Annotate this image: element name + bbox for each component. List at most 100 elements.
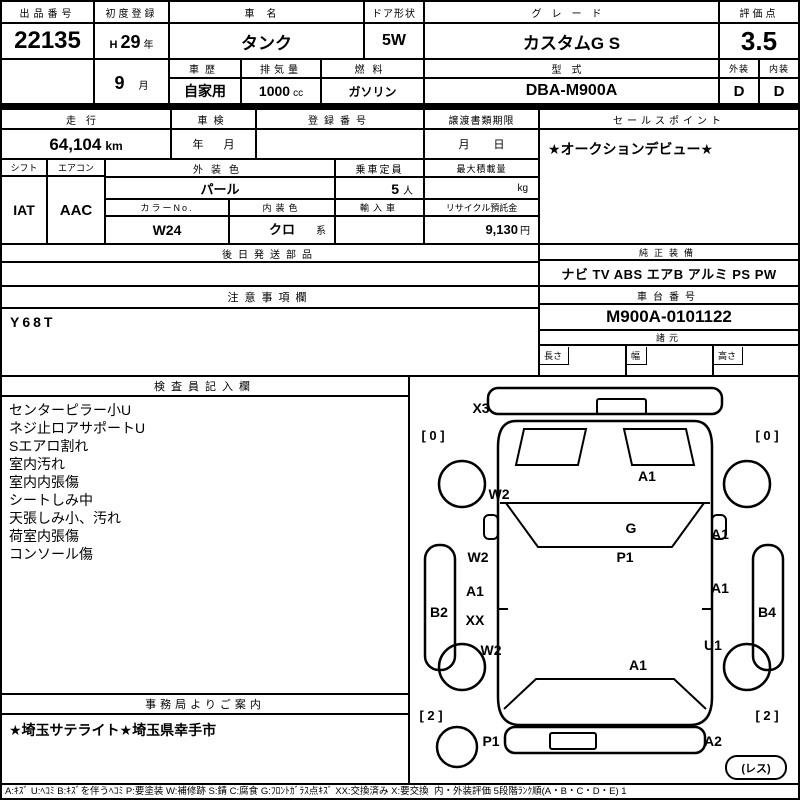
mark-tread-rear-left: [ 2 ]	[419, 708, 442, 723]
spec-label: 諸元	[540, 331, 798, 344]
exterior-color-value: パール	[106, 178, 334, 198]
inspector-note-item: 室内内張傷	[9, 474, 79, 490]
history-label: 車歴	[170, 60, 240, 77]
color-number-label: カラーNo.	[106, 200, 228, 215]
sales-point-text: ★オークションデビュー★	[548, 141, 714, 157]
mark-spare-less: (レス)	[741, 763, 771, 775]
mark-roof: P1	[616, 549, 633, 565]
mark-front-door-left: W2	[468, 549, 489, 565]
inspection-month-unit: 月	[223, 139, 235, 151]
interior-color-text: クロ	[268, 222, 295, 237]
history-value: 自家用	[170, 79, 240, 103]
mark-rear-bumper-right: A2	[704, 733, 722, 749]
first-registration-month: 9 月	[95, 60, 168, 103]
spec-height-label: 高さ	[714, 347, 744, 365]
aircon-label: エアコン	[48, 160, 104, 175]
mark-rocker-left: XX	[466, 612, 485, 628]
mark-windshield: G	[626, 520, 637, 536]
capacity-label: 乗車定員	[336, 160, 423, 176]
reg-year: 29	[120, 32, 141, 52]
inspector-notes-title: 検査員記入欄	[2, 377, 408, 395]
displacement-value: 1000 cc	[242, 79, 320, 103]
chassis-number-label: 車台番号	[540, 287, 798, 303]
door-shape-value: 5W	[365, 24, 423, 58]
auction-number-blank	[2, 60, 93, 103]
inspector-note-item: 天張しみ小、汚れ	[9, 510, 121, 526]
import-value	[336, 217, 423, 243]
mark-side-panel-left: B2	[430, 604, 448, 620]
inspector-note-item: シートしみ中	[9, 492, 93, 508]
inspection-label: 車検	[172, 110, 255, 128]
exterior-grade-label: 外装	[720, 60, 758, 77]
later-parts-value	[2, 263, 538, 285]
transfer-month-unit: 月	[458, 139, 470, 151]
office-info-title: 事務局よりご案内	[2, 695, 408, 713]
interior-color-value: クロ 系	[230, 217, 334, 243]
door-shape-label: ドア形状	[365, 2, 423, 22]
legend: A:ｷｽﾞ U:ﾍｺﾐ B:ｷｽﾞを伴うﾍｺﾐ P:要塗装 W:補修跡 S:錆 …	[2, 785, 798, 798]
inspection-value: 年 月	[172, 130, 255, 158]
mark-tread-front-right: [ 0 ]	[755, 428, 778, 443]
max-load-label: 最大積載量	[425, 160, 538, 176]
front-license-plate	[596, 398, 647, 415]
mileage-unit: km	[105, 139, 123, 153]
score-label: 評価点	[720, 2, 798, 22]
mark-hood-left: W2	[489, 486, 510, 502]
rear-bumper	[503, 725, 707, 755]
capacity-unit: 人	[403, 186, 413, 197]
mark-x3: X3	[472, 400, 489, 416]
rear-license-plate	[549, 732, 597, 750]
sales-point-label: セールスポイント	[540, 110, 798, 128]
mark-front-door-right: A1	[711, 526, 729, 542]
model-code-value: DBA-M900A	[425, 79, 718, 103]
right-side-panel	[751, 543, 785, 672]
registration-number-value	[257, 130, 423, 158]
spec-width-label: 幅	[627, 347, 648, 365]
mirror-left	[483, 514, 499, 540]
spec-length: 長さ	[540, 346, 625, 375]
recycle-number: 9,130	[485, 222, 518, 237]
mileage-value: 64,104 km	[2, 130, 170, 158]
displacement-number: 1000	[258, 83, 291, 99]
spec-length-label: 長さ	[540, 347, 570, 365]
reg-month: 9	[114, 73, 125, 93]
inspector-note-item: ネジ止ロアサポートU	[9, 420, 146, 436]
first-registration-year: H 29 年	[95, 24, 168, 58]
first-registration-label: 初度登録	[95, 2, 168, 22]
car-name-value: タンク	[170, 24, 363, 58]
transfer-day-unit: 日	[493, 139, 505, 151]
headlight-left	[514, 428, 588, 466]
interior-color-label: 内装色	[230, 200, 334, 215]
mark-rear-gate: A1	[629, 657, 647, 673]
inspector-note-item: コンソール傷	[9, 546, 93, 562]
fuel-label: 燃料	[322, 60, 423, 77]
headlight-right	[622, 428, 696, 466]
inspector-note-item: Sエアロ割れ	[9, 438, 89, 454]
windshield-outline	[505, 502, 705, 548]
mileage-label: 走行	[2, 110, 170, 128]
exterior-grade-value: D	[720, 79, 758, 103]
spare-tire	[435, 725, 479, 769]
mark-hood-right: A1	[638, 468, 656, 484]
shift-label: シフト	[2, 160, 46, 175]
mileage-number: 64,104	[49, 135, 102, 154]
capacity-value: 5 人	[336, 178, 423, 198]
recycle-unit: 円	[520, 226, 530, 237]
equipment-label: 純正装備	[540, 245, 798, 259]
wheel-front-right	[722, 459, 772, 509]
spec-width: 幅	[627, 346, 712, 375]
month-unit: 月	[138, 81, 149, 92]
displacement-label: 排気量	[242, 60, 320, 77]
inspector-note-item: センターピラー小U	[9, 402, 132, 418]
wheel-rear-right	[722, 642, 772, 692]
spec-height: 高さ	[714, 346, 798, 375]
year-unit: 年	[143, 40, 154, 51]
grade-value: カスタムG S	[425, 24, 718, 58]
color-number-value: W24	[106, 217, 228, 243]
import-label: 輸入車	[336, 200, 423, 215]
max-load-value: kg	[425, 178, 538, 198]
inspection-year-unit: 年	[192, 139, 204, 151]
sales-point-value: ★オークションデビュー★	[540, 130, 798, 243]
exterior-color-label: 外装色	[106, 160, 334, 176]
office-info-content: ★埼玉サテライト★埼玉県幸手市	[2, 715, 408, 783]
